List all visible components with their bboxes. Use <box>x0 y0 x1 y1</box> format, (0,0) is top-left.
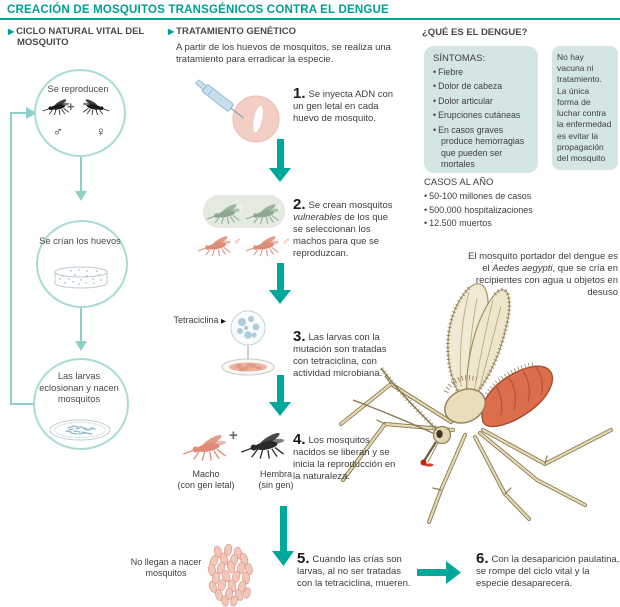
aedes-aegypti-illustration <box>339 283 613 524</box>
pink-mosquitoes-illustration: ♂ ♂ <box>197 234 290 257</box>
step-2: 2.Se crean mosquitos vulnerables de los … <box>293 196 393 259</box>
cycle-node-label: Se crían los huevos <box>39 236 121 246</box>
cycle-node-label: Las larvas eclosionan y nacen mosquitos <box>39 371 119 405</box>
syringe-icon <box>195 79 244 119</box>
female-symbol: ♀ <box>236 202 244 214</box>
step-4: 4.Los mosquitos nacidos se liberan y se … <box>293 431 396 482</box>
step-1: 1.Se inyecta ADN con un gen letal en cad… <box>293 85 394 124</box>
larvae-ovals <box>235 363 262 372</box>
cases-list: •50-100 millones de casos •500.000 hospi… <box>424 190 574 231</box>
female-mosquito-label: Hembra (sin gen) <box>258 469 294 491</box>
cycle-heading: ▶CICLO NATURAL VITAL DEL MOSQUITO <box>8 26 145 49</box>
male-symbol: ♂ <box>282 236 290 248</box>
step-number: 6. <box>476 550 489 567</box>
cycle-node-label: Se reproducen <box>47 84 109 94</box>
case-item: •12.500 muertos <box>424 218 492 228</box>
step-3: 3.Las larvas con la mutación son tratada… <box>293 328 387 379</box>
no-vaccine-box: No hay vacuna ni tratamiento. La única f… <box>552 46 618 171</box>
symptoms-title: SÍNTOMAS: <box>433 53 486 64</box>
page-title: CREACIÓN DE MOSQUITOS TRANSGÉNICOS CONTR… <box>7 4 389 16</box>
symptom-item: •En casos graves produce hemorragias que… <box>433 124 525 169</box>
symptom-item: •Dolor de cabeza <box>433 81 503 92</box>
blood-drop <box>420 459 434 467</box>
symptoms-box: SÍNTOMAS: •Fiebre •Dolor de cabeza •Dolo… <box>424 46 538 173</box>
mosquito-abdomen <box>481 362 554 428</box>
treatment-heading: ▶TRATAMIENTO GENÉTICO <box>168 26 296 37</box>
step-number: 4. <box>293 431 306 448</box>
female-symbol: ♀ <box>275 202 283 214</box>
mosquito-wings <box>445 283 512 400</box>
triangle-icon: ▶ <box>168 27 175 36</box>
symptom-item: •Fiebre <box>433 67 464 77</box>
step-5: 5.Cuando las crías son larvas, al no ser… <box>297 550 411 589</box>
mosquito-icon <box>82 97 110 116</box>
sphere-blobs <box>237 316 260 339</box>
mosquito-legs <box>339 375 613 524</box>
symptom-item: •Dolor articular <box>433 95 493 106</box>
tetracycline-sphere-illustration <box>221 310 275 376</box>
larvae-strokes <box>65 425 96 435</box>
egg-cluster-illustration <box>207 544 253 607</box>
female-symbol: ♀ <box>96 124 106 139</box>
case-item: •50-100 millones de casos <box>424 191 532 201</box>
step-number: 1. <box>293 85 306 102</box>
male-mosquito-label: Macho (con gen letal) <box>177 469 235 491</box>
step-number: 2. <box>293 196 306 213</box>
triangle-icon: ▶ <box>8 27 15 36</box>
title-underline <box>0 18 620 20</box>
case-item: •500.000 hospitalizaciones <box>424 204 533 215</box>
step-number: 5. <box>297 550 310 567</box>
mosquito-antennae <box>352 366 439 435</box>
egg-dish-illustration <box>54 266 108 289</box>
egg-dots <box>59 269 102 285</box>
mosquito-thorax-head <box>423 375 486 463</box>
mosquito-note: El mosquito portador del dengue es el Ae… <box>468 251 618 299</box>
triangle-icon: ▶ <box>221 318 226 325</box>
tetracycline-label: Tetraciclina ▶ <box>173 315 226 325</box>
release-mosquitoes-illustration <box>182 430 286 462</box>
syringe-egg-illustration <box>195 79 280 143</box>
cases-title: CASOS AL AÑO <box>424 177 494 188</box>
no-birth-label: No llegan a nacer mosquitos <box>130 557 202 579</box>
male-symbol: ♂ <box>53 124 63 139</box>
plus-sign: + <box>229 427 238 444</box>
step-6: 6.Con la desaparición paulatina, se romp… <box>476 550 620 589</box>
step-number: 3. <box>293 328 306 345</box>
green-mosquitoes-illustration: ♀ ♀ <box>206 202 283 225</box>
symptom-item: •Erupciones cutáneas <box>433 110 521 121</box>
dengue-heading: ¿QUÉ ES EL DENGUE? <box>422 27 528 38</box>
larvae-dish-illustration <box>49 419 111 441</box>
plus-sign: + <box>67 99 75 114</box>
male-symbol: ♂ <box>233 236 241 248</box>
cycle-node-eggs <box>36 220 128 308</box>
treatment-intro: A partir de los huevos de mosquitos, se … <box>176 42 391 65</box>
egg-ovals <box>207 544 253 607</box>
cycle-node-reproduce <box>34 69 126 157</box>
